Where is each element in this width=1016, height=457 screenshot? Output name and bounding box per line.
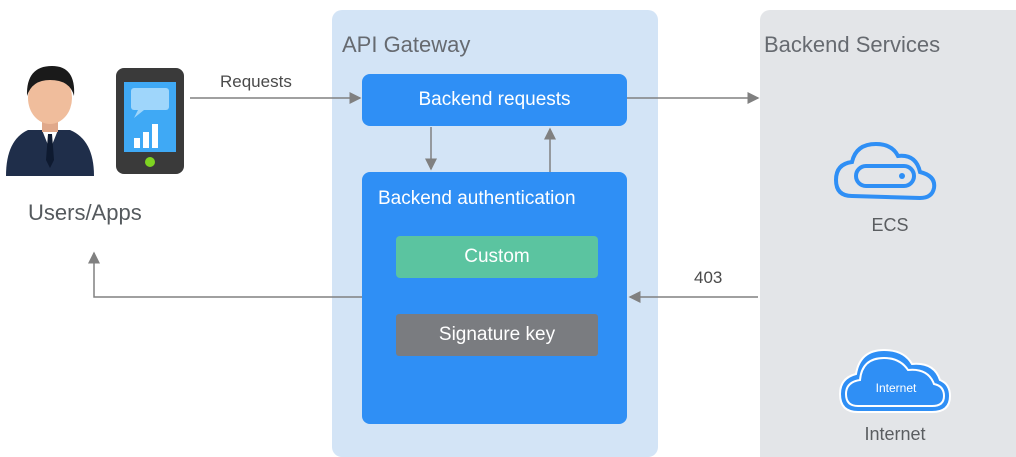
- backend-services-title: Backend Services: [764, 32, 941, 57]
- custom-auth-option: Custom: [396, 236, 598, 278]
- internet-label: Internet: [864, 424, 926, 444]
- forbidden-label: 403: [694, 268, 723, 287]
- signature-key-option: Signature key: [396, 314, 598, 356]
- internet-cloud-text: Internet: [875, 381, 917, 395]
- backend-requests-box: Backend requests: [362, 74, 627, 126]
- api-gateway-title: API Gateway: [342, 32, 471, 57]
- return-to-users-arrow: [88, 251, 362, 298]
- users-apps-label: Users/Apps: [28, 200, 142, 225]
- backend-authentication-title: Backend authentication: [378, 188, 576, 209]
- requests-label: Requests: [220, 72, 292, 91]
- ecs-label: ECS: [871, 215, 909, 235]
- backend-authentication-box: Backend authentication Custom Signature …: [362, 172, 627, 424]
